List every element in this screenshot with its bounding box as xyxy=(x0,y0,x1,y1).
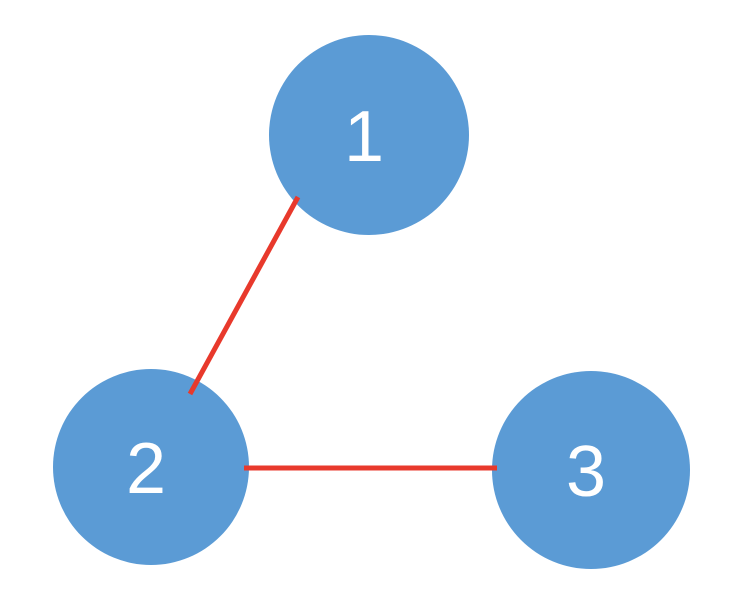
node-3[interactable] xyxy=(492,371,690,569)
node-label-1: 1 xyxy=(344,97,384,177)
node-1[interactable] xyxy=(269,35,469,235)
labels-layer: 1 2 3 xyxy=(126,97,606,512)
node-label-2: 2 xyxy=(126,429,166,509)
node-label-3: 3 xyxy=(566,432,606,512)
node-2[interactable] xyxy=(53,369,249,565)
edge-1-2[interactable] xyxy=(187,195,301,396)
edges-layer xyxy=(187,195,497,471)
nodes-layer xyxy=(53,35,690,569)
